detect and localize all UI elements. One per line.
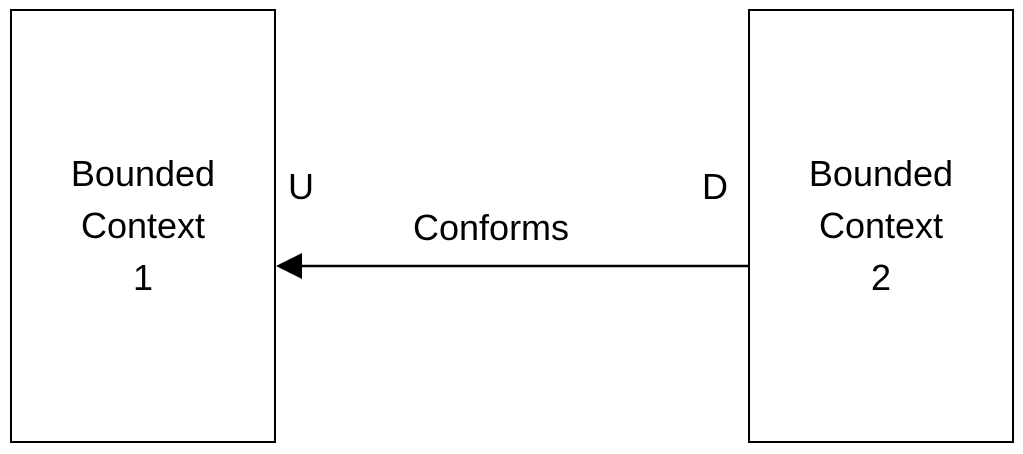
bounded-context-2-line1: Bounded bbox=[808, 153, 954, 194]
bounded-context-1-line2: Context bbox=[80, 205, 206, 246]
bounded-context-2-line3: 2 bbox=[870, 257, 892, 298]
bounded-context-2-line2: Context bbox=[818, 205, 944, 246]
bounded-context-1-line3: 1 bbox=[132, 257, 154, 298]
bounded-context-2-box: Bounded Context 2 bbox=[748, 9, 1014, 443]
bounded-context-2-label: Bounded Context 2 bbox=[750, 148, 1012, 304]
bounded-context-1-label: Bounded Context 1 bbox=[12, 148, 274, 304]
upstream-marker: U bbox=[288, 166, 314, 207]
downstream-marker: D bbox=[702, 166, 728, 207]
bounded-context-1-line1: Bounded bbox=[70, 153, 216, 194]
bounded-context-1-box: Bounded Context 1 bbox=[10, 9, 276, 443]
conforms-arrow-head bbox=[276, 253, 302, 279]
relationship-label: Conforms bbox=[413, 207, 570, 248]
